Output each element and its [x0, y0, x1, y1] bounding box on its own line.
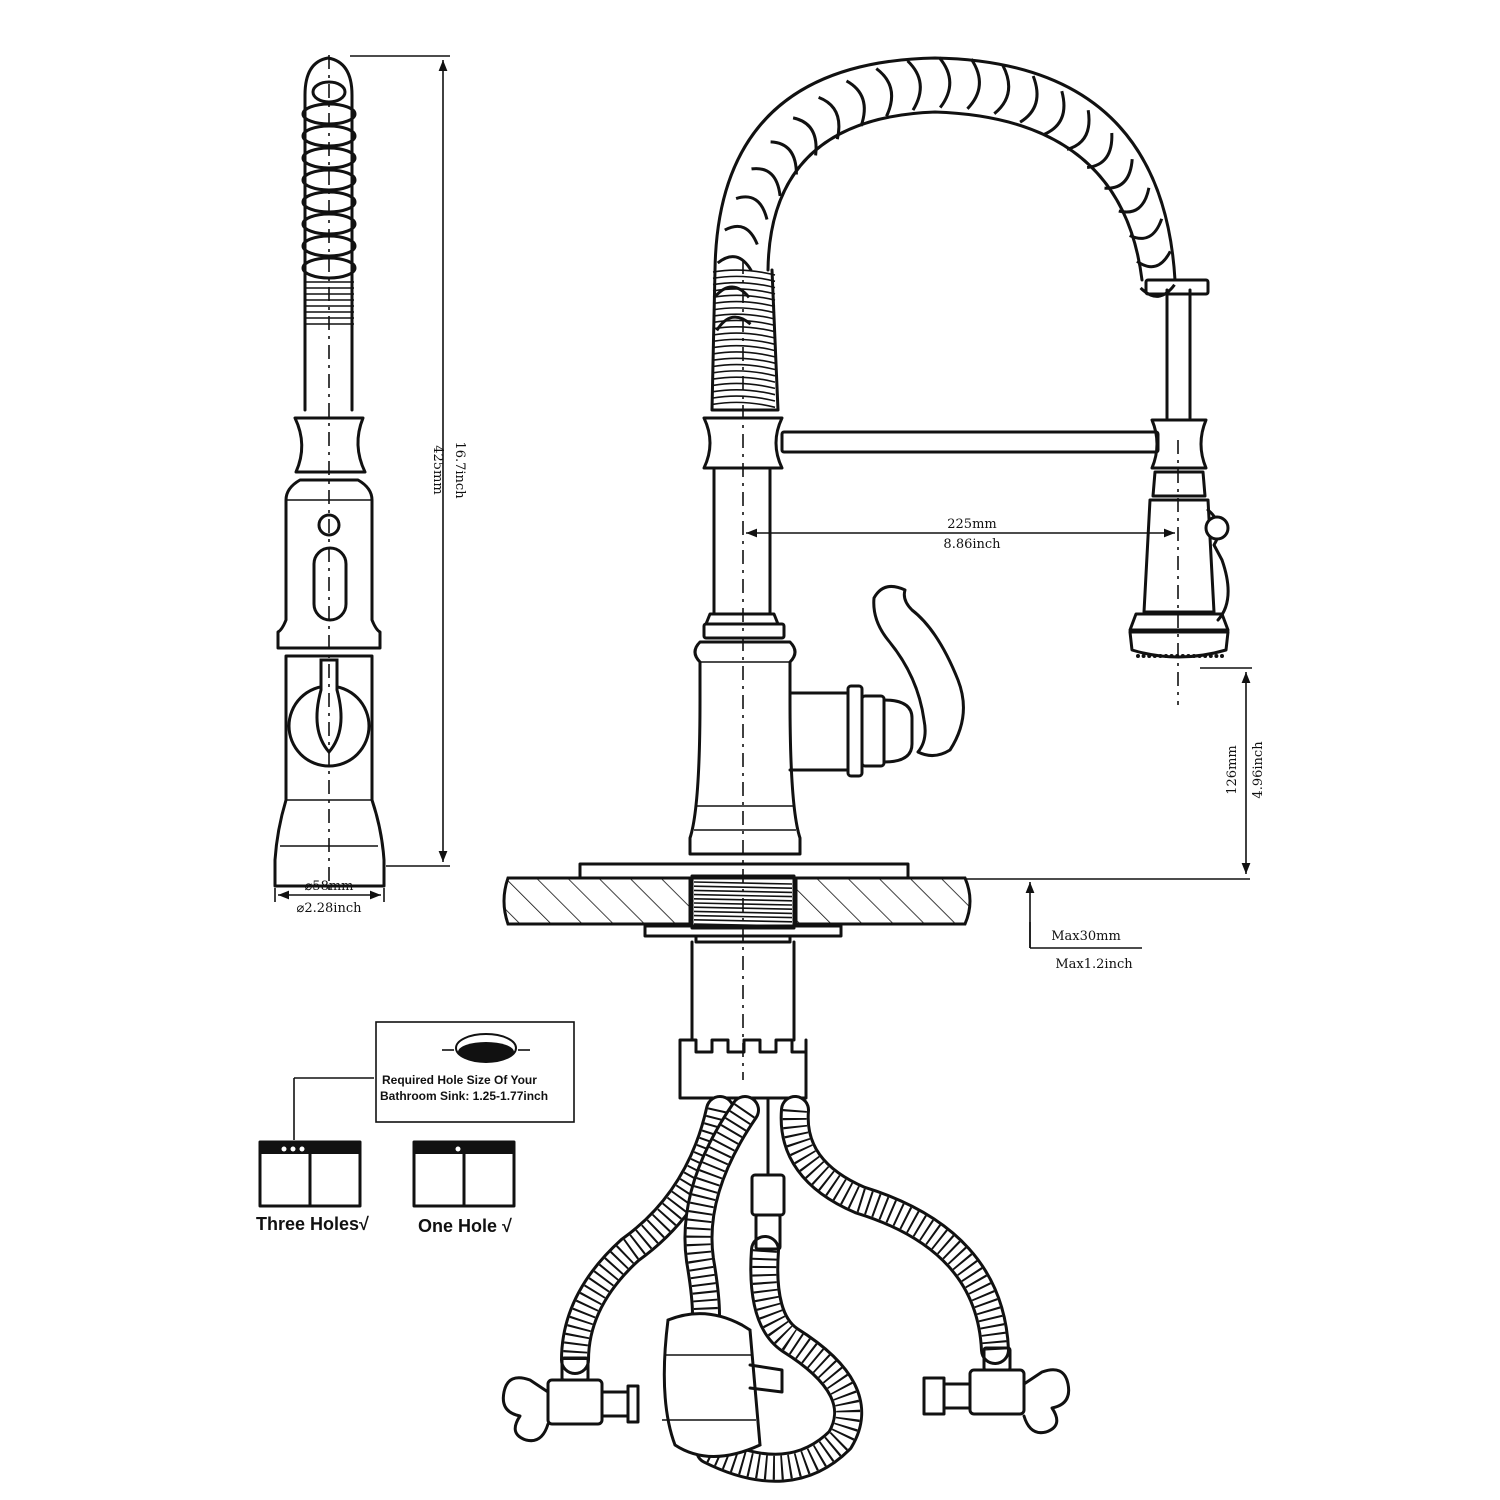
height-mm-label: 425mm: [430, 445, 445, 494]
side-view-height-dimension: 425mm 16.7inch: [350, 55, 467, 867]
valve-body: [688, 640, 802, 856]
lower-shank: [690, 940, 796, 1042]
deck-thickness-inch-label: Max1.2inch: [1055, 957, 1133, 972]
spray-head: [1128, 278, 1230, 659]
deck-thickness-mm-label: Max30mm: [1051, 929, 1121, 944]
deck-thickness-dimension: Max30mm Max1.2inch: [1025, 882, 1142, 972]
right-angle-valve: [922, 1346, 1071, 1435]
side-view: 425mm 16.7inch ⌀58mm ⌀2.28inch: [273, 55, 467, 916]
mounting-nut: [678, 1038, 808, 1100]
side-view-button-oval: [312, 546, 348, 622]
three-holes-label: Three Holes√: [256, 1214, 369, 1234]
front-view: 225mm 8.86inch 126mm 4.96inch: [501, 56, 1266, 1483]
side-view-button-icon: [317, 513, 341, 537]
hole-size-note: Required Hole Size Of Your Bathroom Sink…: [293, 1021, 575, 1140]
supply-hoses: [560, 1095, 1010, 1483]
reach-mm-label: 225mm: [947, 517, 996, 532]
spout-height-inch-label: 4.96inch: [1251, 741, 1266, 799]
height-inch-label: 16.7inch: [452, 441, 467, 499]
install-option-three-holes: Three Holes√: [256, 1140, 369, 1234]
one-hole-label: One Hole √: [418, 1216, 512, 1236]
reach-dimension: 225mm 8.86inch: [746, 517, 1175, 552]
side-view-spray-head: [276, 478, 382, 650]
install-option-one-hole: One Hole √: [412, 1140, 516, 1236]
lever-handle[interactable]: [872, 584, 965, 757]
left-angle-valve: [501, 1356, 640, 1443]
spring-spout-coil: [713, 56, 1177, 332]
hole-note-line1: Required Hole Size Of Your: [382, 1073, 537, 1087]
spray-button-icon[interactable]: [1204, 515, 1230, 541]
diameter-inch-label: ⌀2.28inch: [297, 901, 363, 916]
diameter-mm-label: ⌀58mm: [304, 879, 353, 894]
riser-collar: [702, 416, 784, 470]
hole-note-line2: Bathroom Sink: 1.25-1.77inch: [380, 1089, 548, 1103]
spout-height-mm-label: 126mm: [1225, 745, 1240, 794]
countertop-section: [502, 876, 1250, 926]
deck-plate: [578, 862, 910, 880]
side-view-diameter-dimension: ⌀58mm ⌀2.28inch: [274, 879, 385, 916]
side-view-collar: [293, 416, 367, 474]
spout-height-dimension: 126mm 4.96inch: [1200, 667, 1266, 874]
hose-weight: [662, 1312, 784, 1458]
support-bar: [780, 430, 1160, 454]
side-view-body: [273, 654, 386, 888]
reach-inch-label: 8.86inch: [943, 537, 1001, 552]
riser-pipe: [712, 468, 772, 616]
